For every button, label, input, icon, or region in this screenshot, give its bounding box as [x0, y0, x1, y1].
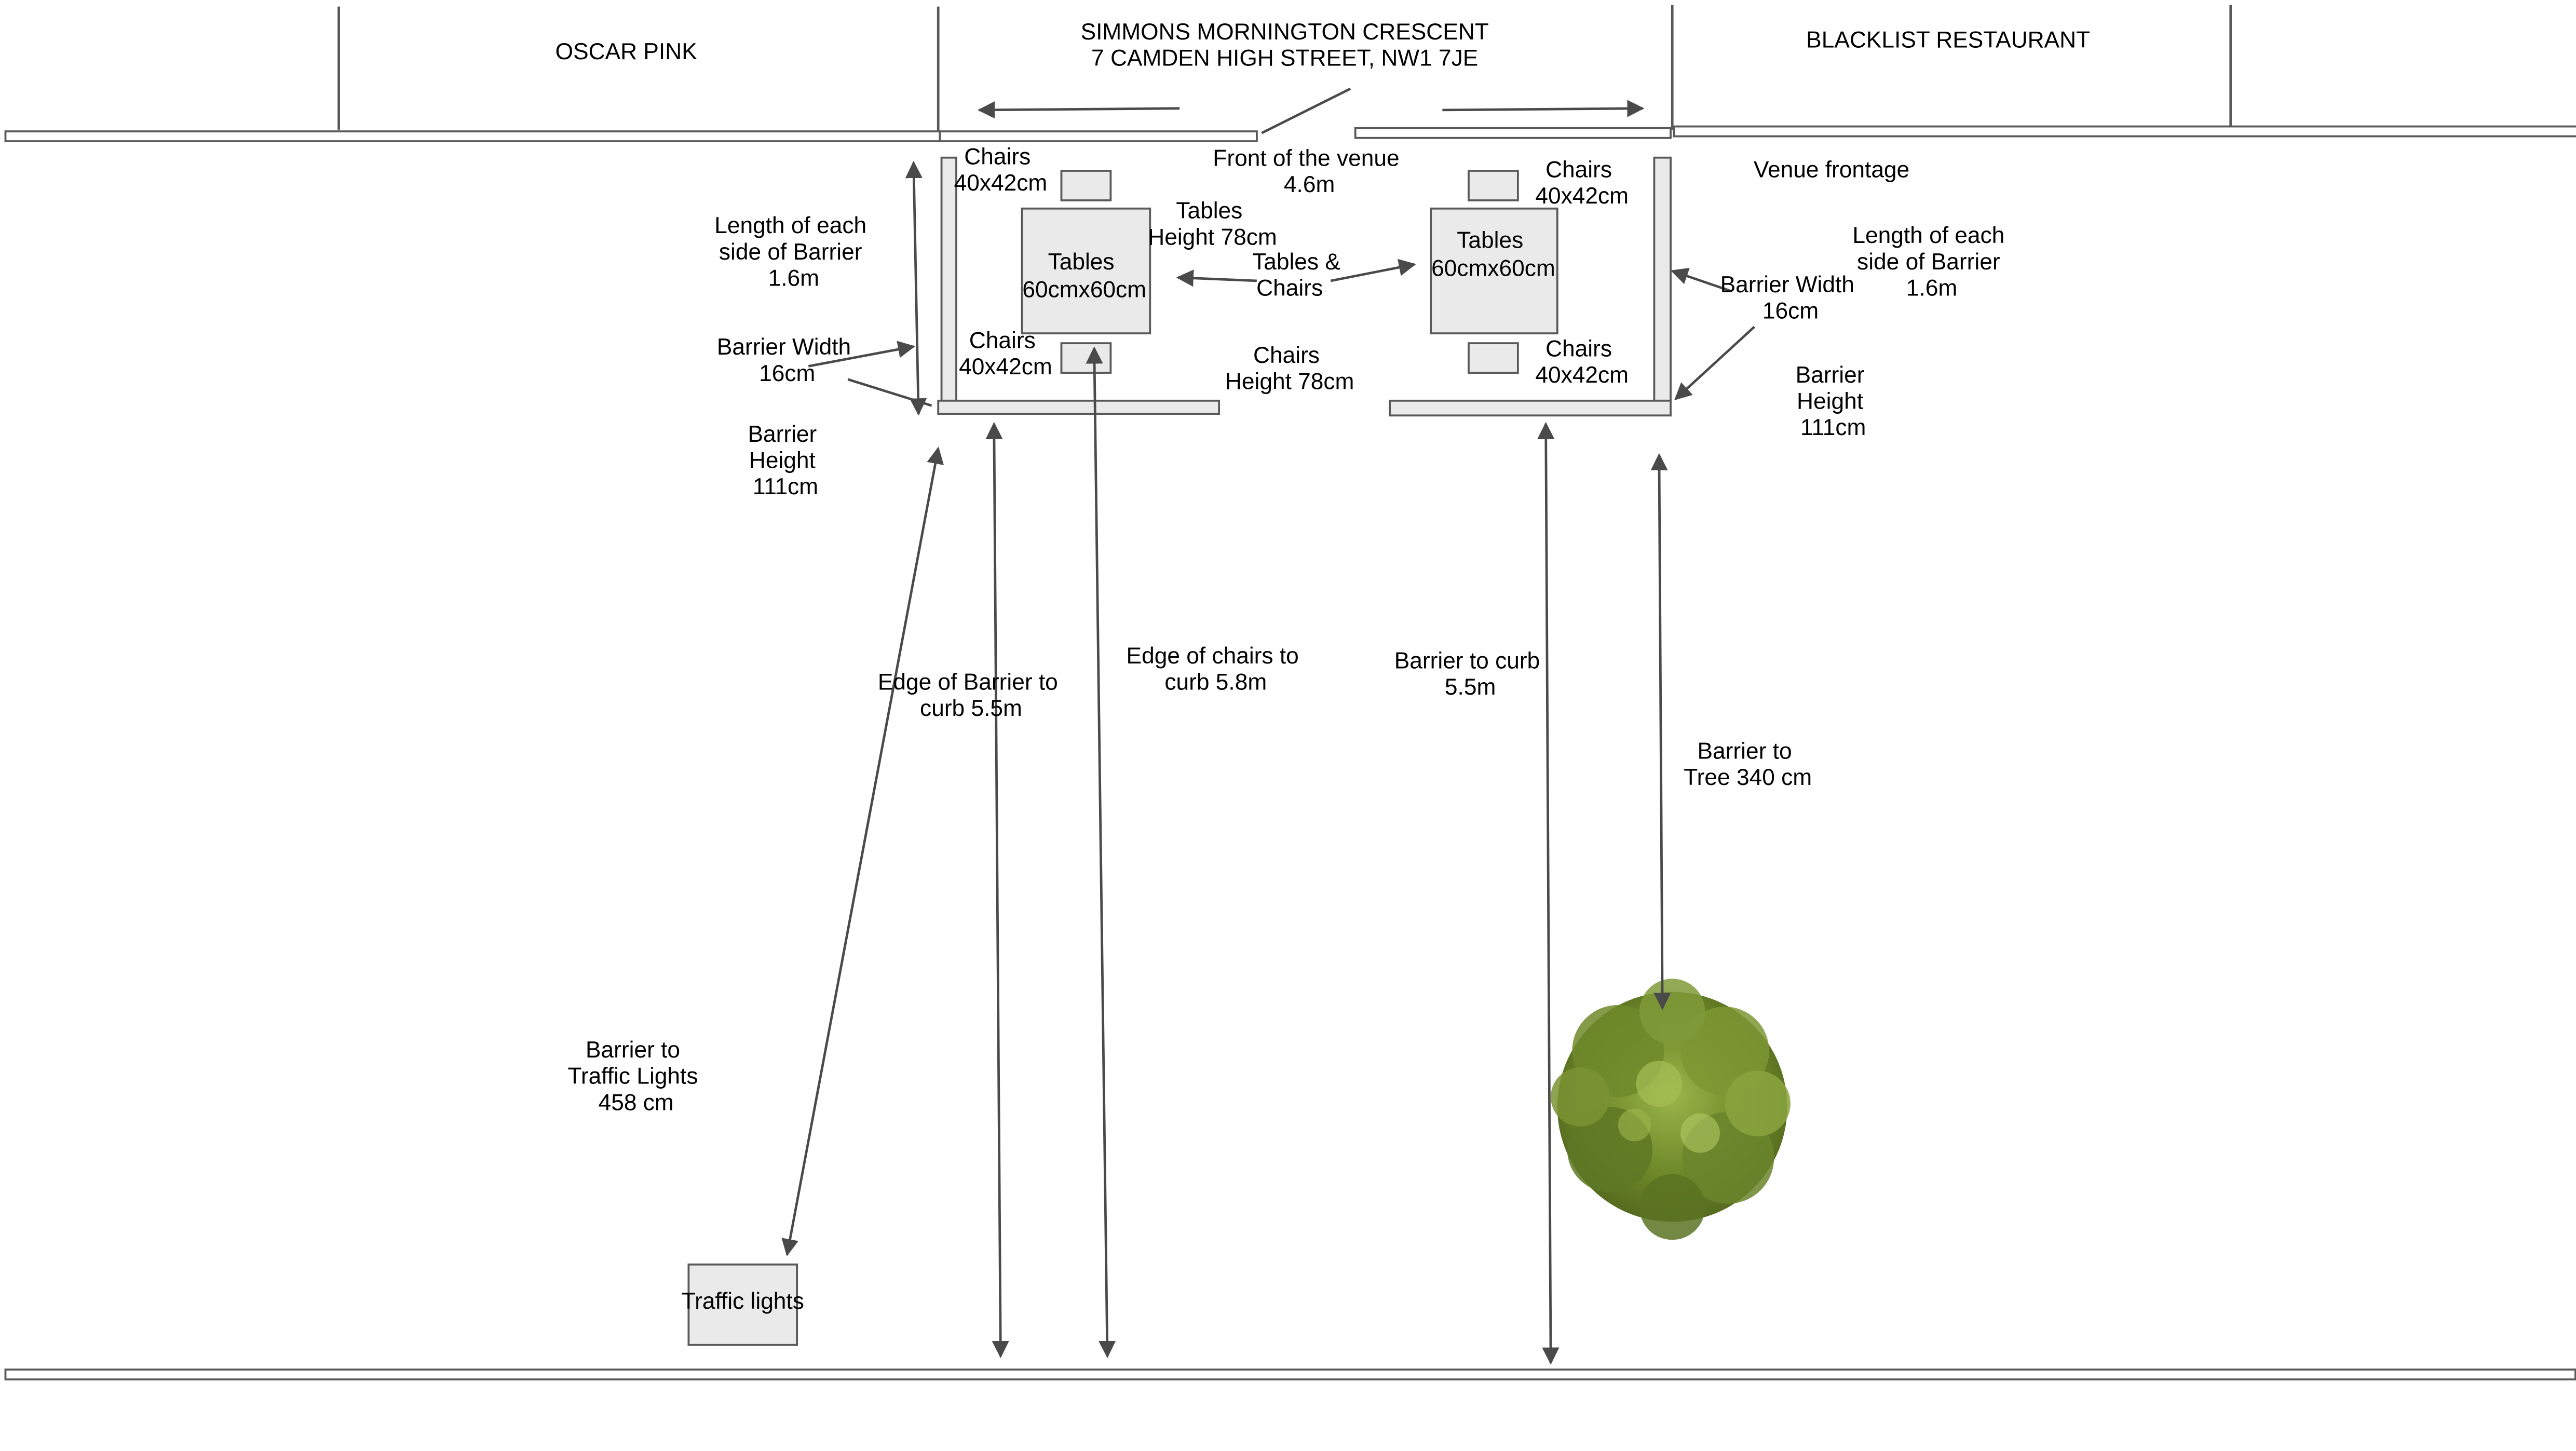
right-barrier-side	[1653, 156, 1672, 402]
right-barrier-front	[1389, 399, 1672, 417]
frontage-blacklist	[1673, 125, 2576, 138]
dimension-arrows	[781, 100, 1755, 1365]
barrier-tree-label: Barrier to Tree 340 cm	[1684, 738, 1812, 790]
frontage-venue-left	[939, 130, 1258, 142]
table-right	[1430, 207, 1558, 335]
venue-frontage-label: Venue frontage	[1754, 157, 1909, 183]
chair-top-left	[1060, 170, 1112, 201]
edge-barrier-curb-arrow	[985, 422, 1009, 1359]
barrier-traffic-label: Barrier to Traffic Lights 458 cm	[568, 1037, 704, 1115]
length-right-label: Length of each side of Barrier 1.6m	[1852, 223, 2011, 301]
barrier-height-arrow-right	[1674, 326, 1755, 400]
barrier-width-left-label: Barrier Width 16cm	[717, 334, 858, 386]
barrier-height-left-label: Barrier Height 111cm	[748, 422, 823, 499]
tables-height-label: Tables Height 78cm	[1148, 198, 1277, 250]
venue-arrow-right	[1442, 100, 1645, 117]
chair-bottom-right	[1468, 342, 1519, 374]
edge-chairs-curb-label: Edge of chairs to curb 5.8m	[1127, 643, 1306, 695]
tables-arrow-right	[1330, 259, 1416, 282]
building-oscar-pink: OSCAR PINK	[555, 39, 698, 64]
chair-top-right	[1468, 170, 1519, 201]
venue-name: SIMMONS MORNINGTON CRESCENT	[1081, 19, 1489, 45]
chairs-bottom-left-label: Chairs 40x42cm	[959, 328, 1052, 380]
traffic-lights-label: Traffic lights	[682, 1289, 804, 1314]
venue-arrow-left	[977, 101, 1180, 119]
edge-barrier-curb-label: Edge of Barrier to curb 5.5m	[878, 670, 1064, 722]
furniture	[1021, 170, 1558, 374]
left-barrier-side	[940, 156, 957, 402]
building-frontage	[4, 125, 2576, 142]
table-left	[1021, 207, 1151, 335]
chair-bottom-left	[1060, 342, 1112, 374]
barrier-width-arrow-right	[1671, 267, 1730, 292]
traffic-lights-box	[687, 1263, 798, 1346]
venue-address: 7 CAMDEN HIGH STREET, NW1 7JE	[1091, 46, 1478, 71]
table-left-label: Tables 60cmx60cm	[1022, 249, 1146, 303]
edge-chairs-curb-arrow	[1086, 346, 1116, 1359]
chairs-height-label: Chairs Height 78cm	[1225, 343, 1354, 395]
chairs-top-right-label: Chairs 40x42cm	[1535, 157, 1629, 209]
table-right-label: Tables 60cmx60cm	[1431, 228, 1555, 281]
tree-top-view-icon	[1551, 979, 1791, 1240]
barrier-height-right-label: Barrier Height 111cm	[1796, 362, 1871, 440]
chairs-top-left-label: Chairs 40x42cm	[954, 144, 1048, 196]
curb-line	[4, 1368, 2576, 1381]
traffic-lights-arrow	[781, 446, 944, 1256]
barrier-tree-arrow	[1650, 453, 1671, 1010]
front-of-venue-label: Front of the venue 4.6m	[1213, 145, 1406, 197]
barrier-curb-arrow	[1537, 422, 1560, 1365]
barriers	[937, 156, 1672, 417]
building-blacklist: BLACKLIST RESTAURANT	[1806, 28, 2090, 53]
barrier-width-right-label: Barrier Width 16cm	[1720, 272, 1861, 324]
frontage-oscar-pink	[4, 130, 941, 142]
frontage-venue-right	[1354, 127, 1672, 139]
barrier-width-arrow-left	[808, 341, 916, 368]
length-arrow-left	[905, 160, 927, 416]
tables-and-chairs-label: Tables & Chairs	[1252, 249, 1347, 301]
tables-arrow-left	[1176, 269, 1257, 287]
chairs-bottom-right-label: Chairs 40x42cm	[1535, 336, 1629, 388]
venue-name-pointer	[1261, 87, 1351, 134]
building-dividers	[337, 5, 2232, 132]
barrier-curb-label: Barrier to curb 5.5m	[1394, 648, 1547, 700]
left-barrier-front	[937, 399, 1221, 415]
length-left-label: Length of each side of Barrier 1.6m	[714, 213, 873, 291]
